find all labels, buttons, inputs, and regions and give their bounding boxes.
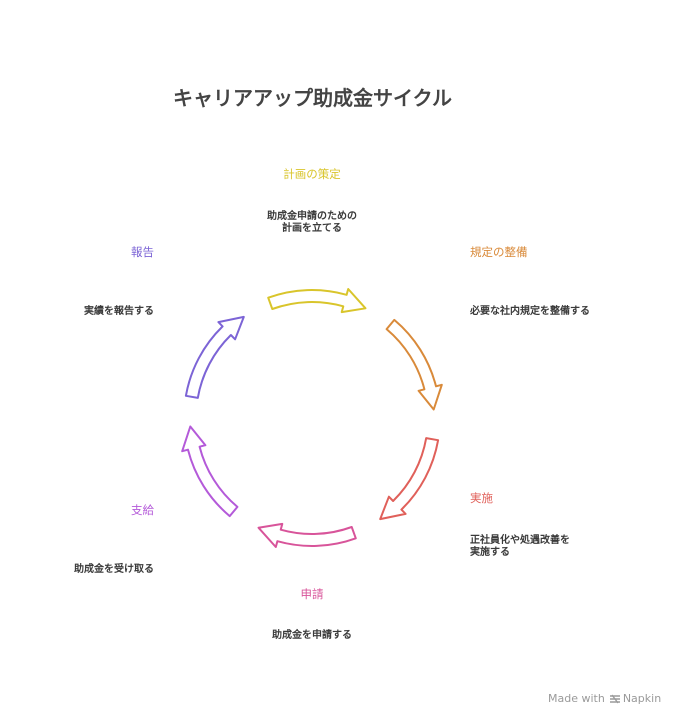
cycle-arrow-planning bbox=[267, 288, 367, 314]
stage-label-regulations: 規定の整備 bbox=[470, 245, 528, 259]
stage-desc-line: 計画を立てる bbox=[282, 223, 342, 234]
stage-desc-line: 実施する bbox=[470, 547, 510, 558]
cycle-arrow-implementation bbox=[379, 437, 440, 521]
stage-desc-regulations: 必要な社内規定を整備する bbox=[470, 306, 590, 318]
stage-label-planning: 計画の策定 bbox=[283, 167, 341, 181]
stage-desc-payment: 助成金を受け取る bbox=[30, 564, 154, 576]
stage-desc-report: 実績を報告する bbox=[30, 306, 154, 318]
made-with-text: Made with bbox=[548, 692, 605, 705]
napkin-watermark: Made with Napkin bbox=[548, 692, 661, 705]
stage-desc-line: 助成金申請のための bbox=[267, 211, 357, 222]
stage-desc-line: 必要な社内規定を整備する bbox=[470, 306, 590, 317]
stage-desc-line: 助成金を受け取る bbox=[74, 564, 154, 575]
cycle-arrow-report bbox=[184, 315, 245, 399]
stage-desc-application: 助成金を申請する bbox=[242, 630, 382, 642]
stage-desc-line: 正社員化や処遇改善を bbox=[470, 535, 570, 546]
stage-desc-line: 助成金を申請する bbox=[272, 630, 352, 641]
napkin-logo-icon bbox=[609, 694, 620, 704]
diagram-title: キャリアアップ助成金サイクル bbox=[173, 86, 452, 110]
napkin-brand-text: Napkin bbox=[622, 692, 662, 705]
stage-desc-line: 実績を報告する bbox=[84, 306, 154, 317]
stage-desc-planning: 助成金申請のための 計画を立てる bbox=[250, 211, 374, 235]
stage-label-application: 申請 bbox=[300, 587, 324, 601]
cycle-arrow-application bbox=[257, 522, 357, 548]
stage-label-payment: 支給 bbox=[131, 503, 154, 517]
cycle-arrow-regulations bbox=[385, 318, 443, 411]
stage-label-implementation: 実施 bbox=[470, 491, 493, 505]
stage-label-report: 報告 bbox=[131, 245, 154, 259]
stage-desc-implementation: 正社員化や処遇改善を 実施する bbox=[470, 535, 570, 559]
cycle-arrow-payment bbox=[181, 425, 239, 518]
